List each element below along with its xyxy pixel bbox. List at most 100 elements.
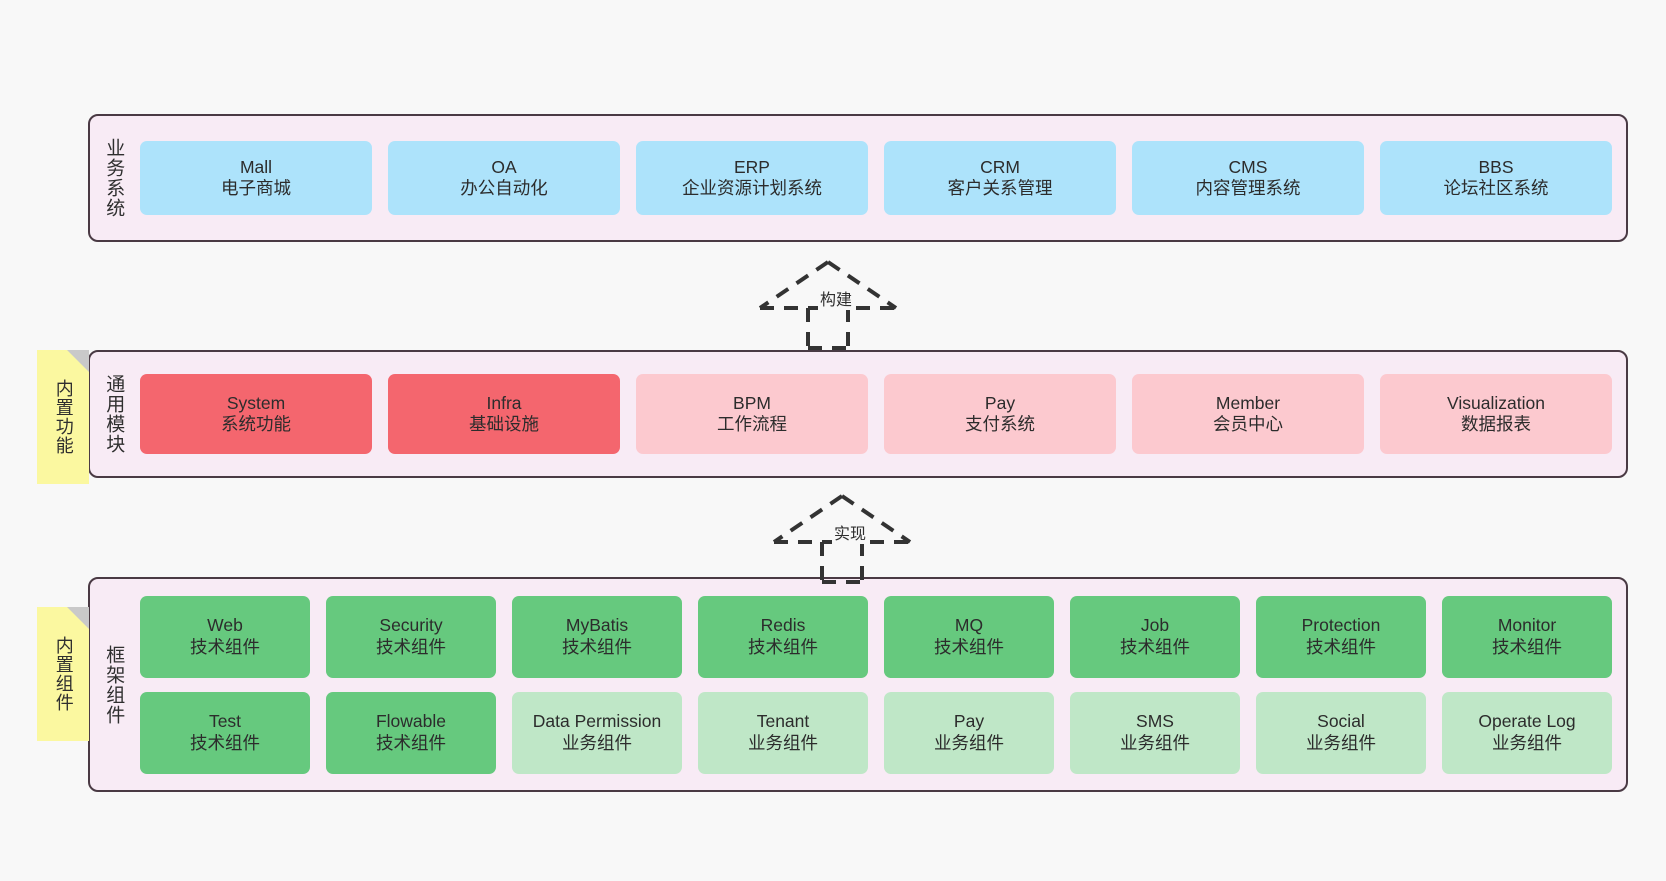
module-card-subtitle: 业务组件 [1306, 732, 1376, 753]
module-card-subtitle: 业务组件 [1120, 732, 1190, 753]
layer-modules-title: 通用模块 [103, 374, 125, 454]
module-card-title: Operate Log [1478, 711, 1576, 732]
module-card-title: Protection [1301, 615, 1381, 636]
module-card-subtitle: 技术组件 [562, 636, 632, 657]
module-card-title: MyBatis [565, 615, 629, 636]
module-card-title: BBS [1478, 156, 1514, 177]
module-card-title: SMS [1136, 711, 1174, 732]
module-card-title: Pay [953, 711, 985, 732]
module-card-title: System [226, 392, 286, 413]
module-card-title: MQ [954, 615, 984, 636]
note-builtin-features-label: 内置功能 [53, 379, 74, 455]
module-card-title: Data Permission [532, 711, 662, 732]
module-card-title: Flowable [375, 711, 447, 732]
connector-implement: 实现 [770, 492, 914, 584]
module-card-title: Mall [239, 156, 273, 177]
note-builtin-components: 内置组件 [37, 607, 89, 741]
module-card-subtitle: 业务组件 [934, 732, 1004, 753]
connector-build-label: 构建 [818, 286, 855, 310]
module-card-title: Test [208, 711, 242, 732]
layer-framework-title: 框架组件 [103, 644, 125, 725]
module-card-subtitle: 客户关系管理 [947, 178, 1053, 198]
module-card-subtitle: 企业资源计划系统 [682, 178, 822, 198]
module-card-subtitle: 业务组件 [748, 732, 818, 753]
module-card-title: Security [379, 615, 443, 636]
module-card-subtitle: 数据报表 [1461, 414, 1531, 434]
layer-business-title: 业务系统 [103, 138, 125, 218]
module-card-subtitle: 业务组件 [562, 732, 632, 753]
module-card-subtitle: 办公自动化 [460, 178, 548, 198]
module-card-subtitle: 会员中心 [1213, 414, 1283, 434]
module-card-title: Tenant [756, 711, 810, 732]
module-card-subtitle: 技术组件 [190, 732, 260, 753]
module-card-title: Web [207, 615, 243, 636]
module-card-subtitle: 基础设施 [469, 414, 539, 434]
module-card-subtitle: 技术组件 [190, 636, 260, 657]
module-card-title: Pay [984, 392, 1016, 413]
module-card-title: Monitor [1497, 615, 1557, 636]
module-card-subtitle: 论坛社区系统 [1443, 178, 1549, 198]
module-card-subtitle: 电子商城 [221, 178, 291, 198]
module-card-subtitle: 业务组件 [1492, 732, 1562, 753]
module-card-title: Member [1215, 392, 1281, 413]
module-card-subtitle: 系统功能 [221, 414, 291, 434]
module-card-title: ERP [734, 156, 770, 177]
module-card-title: Redis [760, 615, 806, 636]
note-builtin-components-label: 内置组件 [53, 636, 74, 712]
connector-build: 构建 [756, 258, 900, 350]
module-card-subtitle: 内容管理系统 [1195, 178, 1301, 198]
connector-implement-label: 实现 [832, 520, 869, 544]
module-card-title: Social [1317, 711, 1365, 732]
module-card-subtitle: 技术组件 [376, 636, 446, 657]
module-card-subtitle: 技术组件 [1120, 636, 1190, 657]
module-card-title: Visualization [1447, 392, 1545, 413]
module-card-title: Job [1140, 615, 1170, 636]
module-card-title: BPM [733, 392, 771, 413]
module-card-subtitle: 技术组件 [1306, 636, 1376, 657]
module-card-subtitle: 技术组件 [748, 636, 818, 657]
module-card-title: Infra [486, 392, 522, 413]
module-card-title: OA [491, 156, 517, 177]
module-card-title: CMS [1228, 156, 1268, 177]
module-card-subtitle: 工作流程 [717, 414, 787, 434]
module-card-subtitle: 支付系统 [965, 414, 1035, 434]
module-card-subtitle: 技术组件 [1492, 636, 1562, 657]
